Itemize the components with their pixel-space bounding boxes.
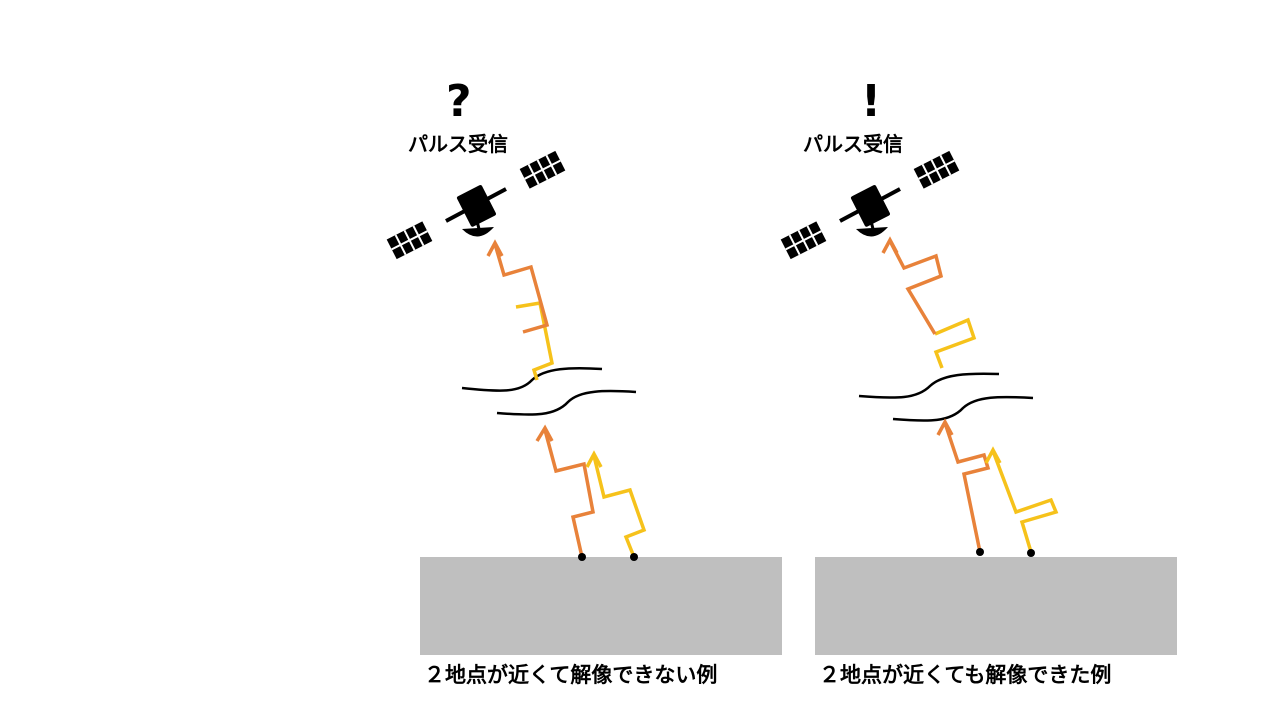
- caption-right: ２地点が近くても解像できた例: [819, 663, 1112, 687]
- atmosphere-line-lower: [496, 389, 637, 416]
- signal-b-upper: [933, 317, 977, 369]
- atmosphere-line-upper: [461, 366, 603, 392]
- signal-a-lower-arrowhead: [936, 418, 954, 436]
- caption-left: ２地点が近くて解像できない例: [424, 663, 718, 687]
- receive-label-left: パルス受信: [408, 132, 508, 156]
- panel-resolved: [778, 148, 1177, 655]
- signal-b-lower: [991, 450, 1059, 553]
- question-mark: ?: [446, 76, 472, 127]
- signal-a-upper-arrowhead: [486, 239, 504, 257]
- exclamation-mark: !: [861, 76, 882, 127]
- ground-block: [815, 557, 1177, 655]
- ground-block: [420, 557, 782, 655]
- receive-label-right: パルス受信: [803, 132, 903, 156]
- atmosphere-line-upper: [858, 372, 1000, 399]
- signal-a-lower-arrowhead: [535, 424, 554, 442]
- atmosphere-line-lower: [892, 395, 1034, 422]
- signal-a-lower: [943, 422, 991, 553]
- signal-b-upper: [515, 300, 555, 381]
- satellite-icon: [384, 148, 568, 262]
- signal-b-lower-arrowhead: [585, 450, 603, 468]
- signal-a-upper: [493, 243, 550, 334]
- satellite-icon: [778, 148, 962, 262]
- signal-a-upper: [888, 240, 944, 335]
- ground-point-a: [976, 548, 984, 556]
- panel-unresolved: [384, 148, 782, 655]
- signal-a-upper-arrowhead: [881, 236, 899, 254]
- signal-b-lower: [592, 455, 647, 558]
- ground-point-a: [578, 553, 586, 561]
- signal-a-lower: [543, 429, 596, 558]
- ground-point-b: [630, 553, 638, 561]
- ground-point-b: [1027, 549, 1035, 557]
- signal-b-lower-arrowhead: [984, 446, 1002, 464]
